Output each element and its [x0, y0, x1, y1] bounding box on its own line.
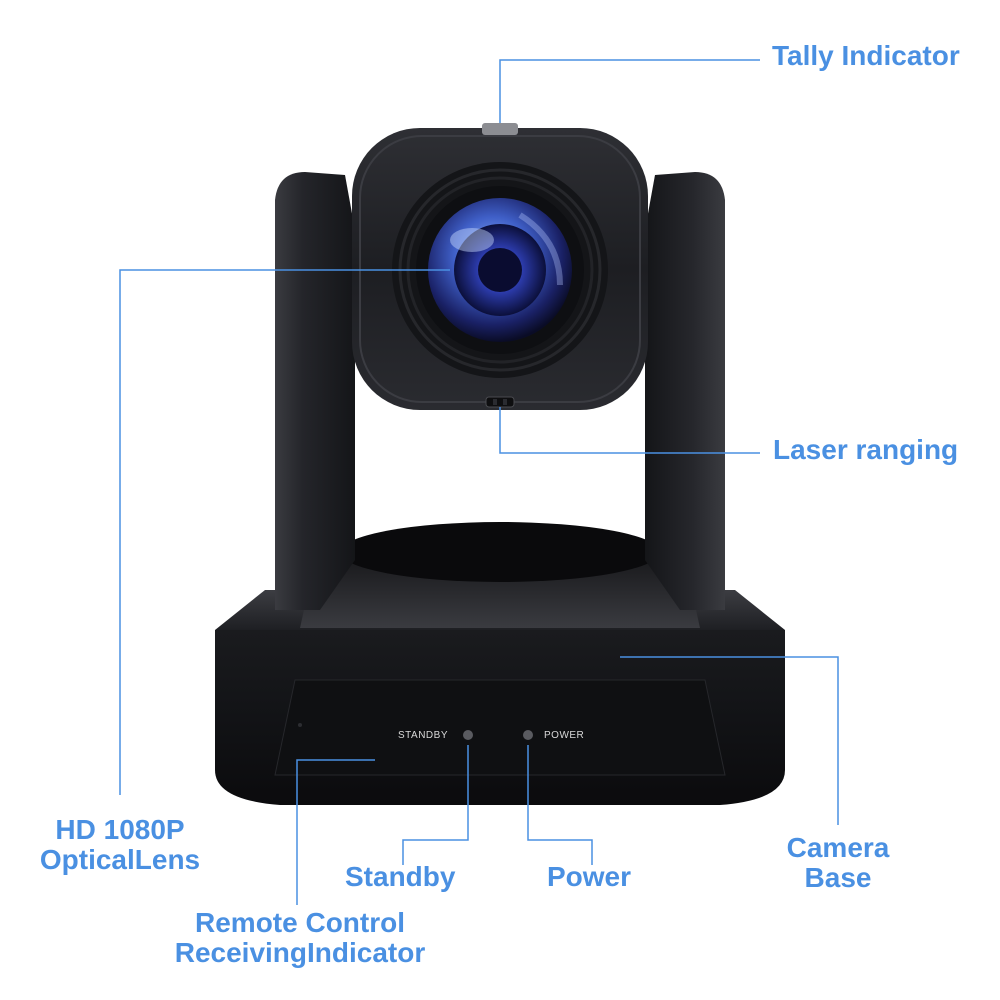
optical-lens-label-line1: HD 1080P: [55, 814, 185, 845]
leader-tally: [499, 59, 760, 123]
laser-ranging-label: Laser ranging: [773, 434, 959, 465]
camera-base-label: Camera Base: [768, 833, 908, 893]
power-led: [523, 730, 533, 740]
right-arm: [645, 172, 725, 610]
ir-receiver-dot: [298, 723, 302, 727]
leader-lens: [119, 269, 450, 795]
panel-power-text: POWER: [544, 730, 584, 741]
leader-standby: [402, 745, 469, 865]
leader-remote: [296, 759, 375, 905]
front-panel: [274, 679, 726, 776]
remote-control-label-line2: ReceivingIndicator: [174, 937, 426, 968]
leader-lines: [119, 59, 839, 905]
leader-base: [620, 656, 839, 825]
tally-indicator-label: Tally Indicator: [772, 40, 960, 71]
leader-power: [527, 745, 593, 865]
camera-base-label-line1: Camera: [786, 832, 890, 863]
panel-standby-text: STANDBY: [398, 730, 448, 741]
standby-label: Standby: [345, 861, 456, 892]
leader-laser: [499, 407, 760, 454]
remote-control-label-line1: Remote Control: [195, 907, 405, 938]
standby-led: [463, 730, 473, 740]
left-arm: [275, 172, 355, 610]
laser-sensor: [485, 396, 515, 408]
camera-base-label-line2: Base: [804, 862, 872, 893]
optical-lens-label-line2: OpticalLens: [39, 844, 201, 875]
tally-window: [482, 123, 518, 135]
power-label: Power: [547, 861, 632, 892]
optical-lens-label: HD 1080P OpticalLens: [20, 815, 220, 875]
remote-control-label: Remote Control ReceivingIndicator: [150, 908, 450, 968]
